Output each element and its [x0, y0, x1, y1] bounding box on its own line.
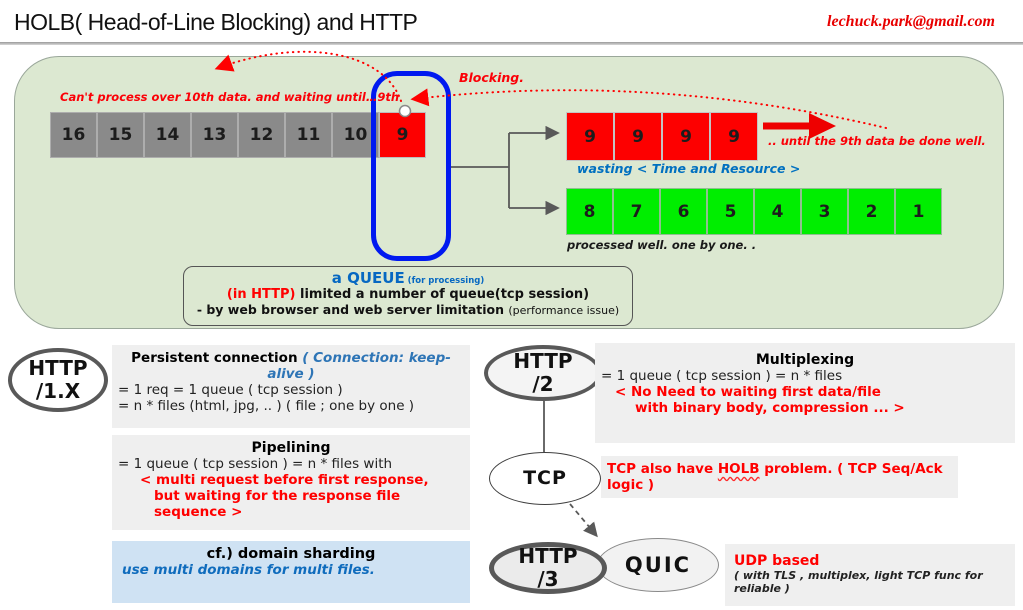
udp-panel: UDP based ( with TLS , multiplex, light …: [725, 544, 1015, 606]
queue-title-main: a QUEUE: [331, 269, 405, 287]
tcp-holb-panel: TCP also have HOLB problem. ( TCP Seq/Ac…: [601, 456, 958, 498]
tcp-node: TCP: [489, 452, 601, 505]
waiting-queue-row: 16 15 14 13 12 11 10 9: [50, 112, 426, 158]
queue-line3-sub: (performance issue): [508, 304, 620, 317]
http1x-label-bottom: /1.X: [35, 379, 81, 403]
queue-line3-main: - by web browser and web server limitati…: [196, 302, 509, 317]
quic-node: QUIC: [597, 538, 719, 592]
processed-cell: 1: [895, 188, 942, 235]
tcp-note-post: problem. ( TCP Seq/Ack logic ): [607, 461, 943, 493]
multiplexing-line1: = 1 queue ( tcp session ) = n * files: [601, 368, 843, 384]
pipelining-line1: = 1 queue ( tcp session ) = n * files wi…: [118, 456, 393, 472]
tcp-holb-note: TCP also have HOLB problem. ( TCP Seq/Ac…: [607, 461, 952, 493]
http2-node: HTTP /2: [484, 345, 602, 401]
persistent-connection-panel: Persistent connection ( Connection: keep…: [112, 345, 470, 428]
in-http-label: (in HTTP): [226, 287, 296, 302]
blocking-highlight-frame: [371, 71, 451, 261]
queue-definition-box: a QUEUE (for processing) (in HTTP) limit…: [183, 266, 633, 326]
until-done-note: .. until the 9th data be done well.: [768, 134, 986, 148]
sharding-note: use multi domains for multi files.: [122, 562, 375, 578]
pipelining-title: Pipelining: [251, 440, 331, 456]
multiplexing-title: Multiplexing: [755, 352, 855, 368]
persistent-title: Persistent connection: [131, 350, 303, 366]
multiplexing-red1: < No Need to waiting first data/file: [615, 384, 881, 400]
udp-note: ( with TLS , multiplex, light TCP func f…: [734, 569, 983, 595]
multiplexing-red2: with binary body, compression ... >: [635, 400, 905, 416]
persistent-line2: = n * files (html, jpg, .. ) ( file ; on…: [118, 398, 415, 414]
queue-cell: 15: [97, 112, 144, 158]
processed-row: 8 7 6 5 4 3 2 1: [566, 188, 942, 235]
tcp-note-holb: HOLB: [717, 461, 760, 477]
keep-alive-note: ( Connection: keep-alive ): [267, 350, 451, 382]
queue-cell: 16: [50, 112, 97, 158]
blocked-cell: 9: [710, 112, 758, 161]
tcp-note-pre: TCP also have: [607, 461, 718, 477]
header-divider: [0, 42, 1023, 45]
wasting-note: wasting < Time and Resource >: [577, 161, 801, 176]
processed-note: processed well. one by one. .: [567, 238, 757, 252]
pipelining-red1: < multi request before first response,: [140, 472, 429, 488]
sharding-title: cf.) domain sharding: [206, 546, 376, 562]
processed-cell: 3: [801, 188, 848, 235]
queue-line3: - by web browser and web server limitati…: [184, 302, 632, 317]
blocked-cell: 9: [662, 112, 710, 161]
tcp-quic-dashed-link: [569, 503, 598, 538]
cant-process-note: Can't process over 10th data. and waitin…: [60, 90, 400, 104]
http2-label-top: HTTP: [513, 349, 573, 373]
page-title: HOLB( Head-of-Line Blocking) and HTTP: [14, 9, 418, 35]
domain-sharding-panel: cf.) domain sharding use multi domains f…: [112, 541, 470, 603]
queue-line2-rest: limited a number of queue(tcp session): [295, 287, 590, 302]
processed-cell: 8: [566, 188, 613, 235]
queue-cell: 13: [191, 112, 238, 158]
processed-cell: 7: [613, 188, 660, 235]
tcp-label: TCP: [523, 466, 567, 489]
http3-label-top: HTTP: [518, 544, 578, 568]
processed-cell: 2: [848, 188, 895, 235]
http2-label-bottom: /2: [532, 372, 554, 396]
http3-label-bottom: /3: [537, 567, 559, 591]
blocked-cell: 9: [566, 112, 614, 161]
author-email: lechuck.park@gmail.com: [827, 13, 995, 30]
multiplexing-panel: Multiplexing = 1 queue ( tcp session ) =…: [595, 343, 1015, 443]
http3-node: HTTP /3: [489, 542, 607, 594]
quic-label: QUIC: [624, 552, 692, 577]
blocked-cell: 9: [614, 112, 662, 161]
http1x-label-top: HTTP: [28, 356, 88, 380]
blocked-retry-row: 9 9 9 9: [566, 112, 758, 161]
queue-cell: 11: [285, 112, 332, 158]
processed-cell: 6: [660, 188, 707, 235]
pipelining-red2: but waiting for the response file sequen…: [154, 488, 401, 520]
persistent-line1: = 1 req = 1 queue ( tcp session ): [118, 382, 343, 398]
udp-title: UDP based: [734, 553, 820, 569]
processed-cell: 4: [754, 188, 801, 235]
queue-cell: 14: [144, 112, 191, 158]
processed-cell: 5: [707, 188, 754, 235]
queue-title-sub: (for processing): [404, 276, 485, 286]
queue-cell: 12: [238, 112, 285, 158]
queue-title: a QUEUE (for processing): [184, 269, 632, 287]
blocking-label: Blocking.: [459, 70, 525, 85]
queue-line2: (in HTTP) limited a number of queue(tcp …: [184, 287, 632, 302]
http1x-node: HTTP /1.X: [8, 348, 108, 412]
pipelining-panel: Pipelining = 1 queue ( tcp session ) = n…: [112, 435, 470, 530]
